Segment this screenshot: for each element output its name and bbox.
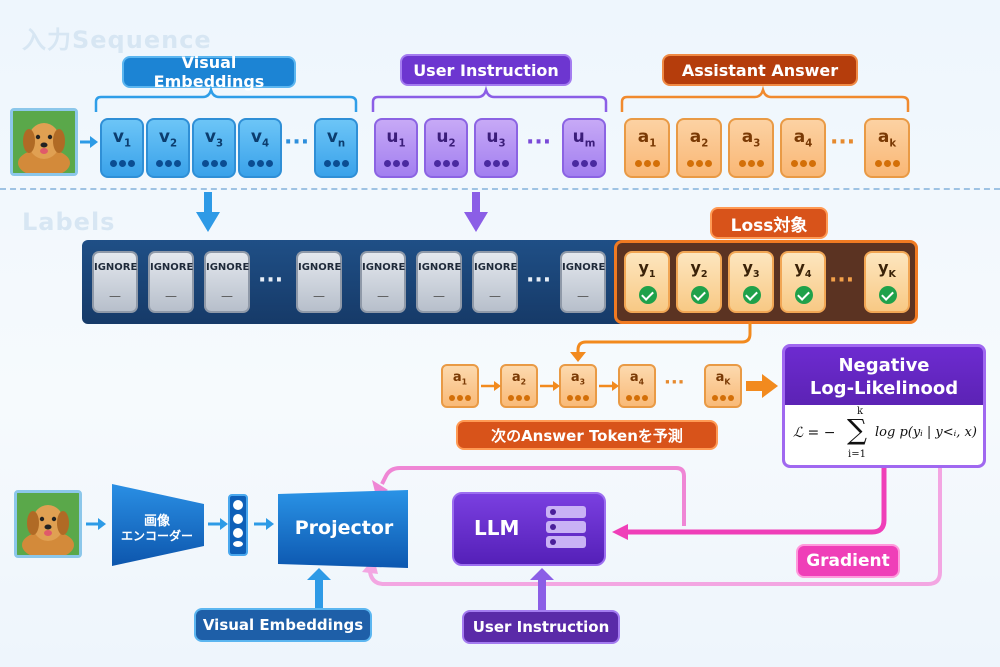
projector-block [278, 490, 408, 568]
section-divider [0, 188, 1000, 190]
pred-token-2: a2 [500, 364, 538, 408]
answer-token-4: a4 [780, 118, 826, 178]
loss-target-badge: Loss対象 [710, 207, 828, 239]
visual-embeddings-bottom-label: Visual Embeddings [194, 608, 372, 642]
server-stack-icon [546, 506, 586, 552]
pred-chain-arrows [481, 381, 619, 391]
visual-ellipsis: ··· [284, 130, 310, 155]
assistant-answer-header: Assistant Answer [662, 54, 858, 86]
gradient-flow-lines [362, 466, 942, 586]
ignore-token-2: IGNORE— [148, 251, 194, 313]
user-token-m: um [562, 118, 606, 178]
ignore-token-1: IGNORE— [92, 251, 138, 313]
visual-token-4: v4 [238, 118, 282, 178]
dog-image-bottom [14, 490, 82, 558]
pred-token-4: a4 [618, 364, 656, 408]
nll-title-line1: Negative [838, 355, 930, 376]
answer-ellipsis: ··· [830, 130, 856, 155]
visual-token-3: v3 [192, 118, 236, 178]
gradient-label: Gradient [796, 544, 900, 578]
user-instruction-bottom-label: User Instruction [462, 610, 620, 644]
predict-next-token-caption: 次のAnswer Tokenを予測 [456, 420, 718, 450]
nll-formula: ℒ = − k ∑ i=1 log p(yᵢ | y<ᵢ, x) [785, 405, 983, 465]
label-y-ellipsis: ··· [829, 268, 855, 293]
embedding-vector [228, 494, 248, 556]
answer-token-1: a1 [624, 118, 670, 178]
answer-token-k: ak [864, 118, 910, 178]
pred-to-nll-arrow [746, 374, 778, 398]
pred-token-3: a3 [559, 364, 597, 408]
image-encoder [112, 484, 204, 566]
check-icon [743, 286, 761, 304]
answer-token-3: a3 [728, 118, 774, 178]
ignore-token-7: IGNORE— [472, 251, 518, 313]
check-icon [691, 286, 709, 304]
label-y-4: y4 [780, 251, 826, 313]
pred-ellipsis: ··· [664, 372, 685, 393]
projector-label: Projector [294, 517, 394, 539]
label-y-k: yK [864, 251, 910, 313]
user-instr-to-llm-arrow [530, 568, 554, 610]
visual-token-1: v1 [100, 118, 144, 178]
user-ellipsis: ··· [526, 130, 552, 155]
visual-embeddings-header: Visual Embeddings [122, 53, 296, 91]
user-token-3: u3 [474, 118, 518, 178]
pred-token-1: a1 [441, 364, 479, 408]
loss-to-prediction-arrow [570, 322, 752, 362]
visual-token-n: vn [314, 118, 358, 178]
user-token-1: u1 [374, 118, 418, 178]
check-icon [639, 286, 657, 304]
ignore-token-5: IGNORE— [360, 251, 406, 313]
visual-emb-to-projector-arrow [307, 568, 331, 608]
labels-title: Labels [22, 208, 116, 236]
image-encoder-label-1: 画像 [143, 514, 170, 529]
ignore-ellipsis-1: ··· [258, 268, 284, 293]
user-token-2: u2 [424, 118, 468, 178]
label-y-2: y2 [676, 251, 722, 313]
ignore-token-3: IGNORE— [204, 251, 250, 313]
nll-title-line2: Log-Likelinood [809, 378, 959, 399]
visual-token-2: v2 [146, 118, 190, 178]
nll-loss-box: Negative Log-Likelinood ℒ = − k ∑ i=1 lo… [782, 344, 986, 468]
check-icon [879, 286, 897, 304]
ignore-ellipsis-2: ··· [526, 268, 552, 293]
answer-token-2: a2 [676, 118, 722, 178]
visual-to-labels-arrow [196, 192, 220, 232]
label-y-1: y1 [624, 251, 670, 313]
user-instruction-header: User Instruction [400, 54, 572, 86]
llm-block: LLM [452, 492, 606, 566]
encoder-to-vector-arrow [208, 518, 228, 530]
group-braces [94, 85, 910, 112]
label-y-3: y3 [728, 251, 774, 313]
ignore-token-6: IGNORE— [416, 251, 462, 313]
image-to-encoder-arrow [86, 518, 106, 530]
dog-image [10, 108, 78, 176]
ignore-token-8: IGNORE— [560, 251, 606, 313]
image-encoder-label-2: エンコーダー [120, 529, 193, 543]
llm-label: LLM [474, 516, 520, 540]
vector-to-projector-arrow [254, 518, 274, 530]
check-icon [795, 286, 813, 304]
input-sequence-title: 入力Sequence [22, 26, 212, 54]
pred-token-k: aK [704, 364, 742, 408]
user-to-labels-arrow [464, 192, 488, 232]
ignore-token-4: IGNORE— [296, 251, 342, 313]
image-to-visual-arrow [80, 136, 98, 148]
